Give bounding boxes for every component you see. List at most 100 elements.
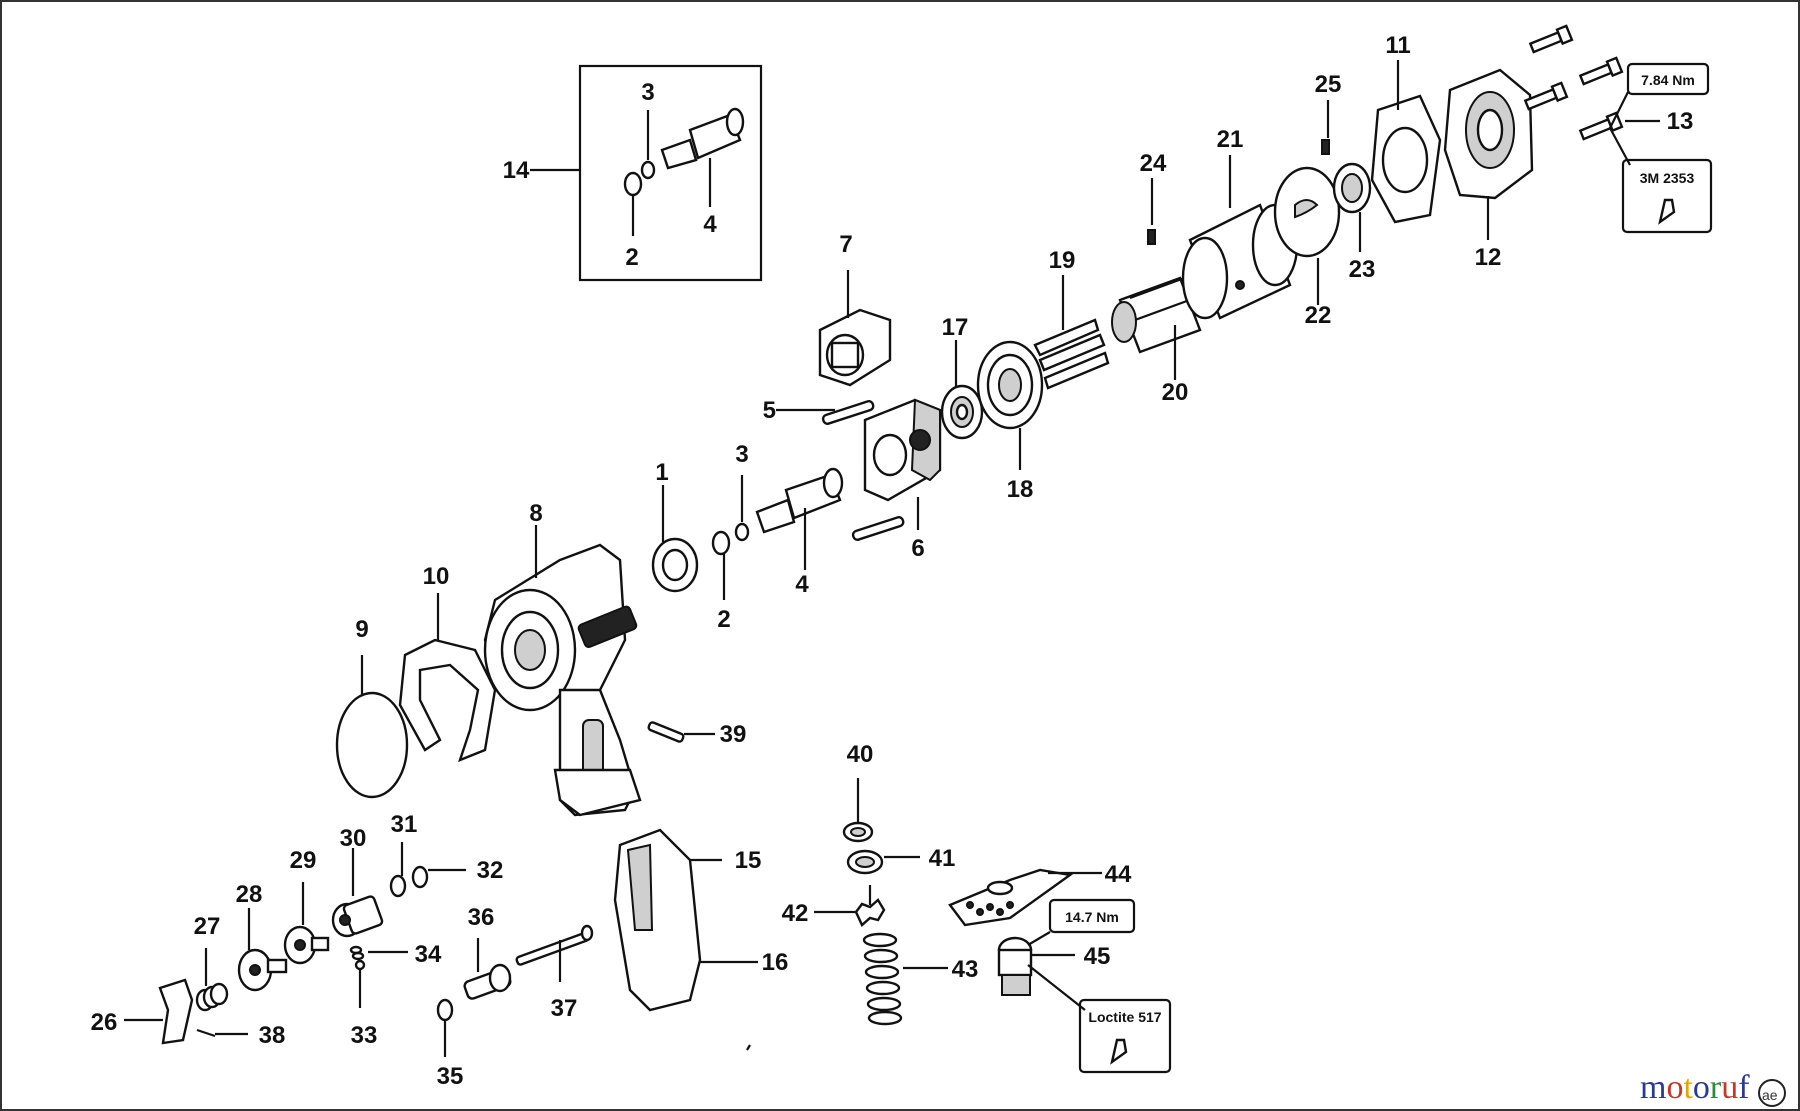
snap-ring-part xyxy=(711,530,731,556)
part-label-26: 26 xyxy=(91,1009,118,1036)
part-label-12: 12 xyxy=(1475,244,1502,271)
part-label-2: 2 xyxy=(625,244,638,271)
part-label-15: 15 xyxy=(735,847,762,874)
front-seal-part xyxy=(651,537,699,593)
part-label-9: 9 xyxy=(355,616,368,643)
torque-value-top: 7.84 Nm xyxy=(1641,72,1695,88)
watermark-brand: motoruf xyxy=(1640,1069,1750,1106)
trigger-pin-part xyxy=(647,721,685,743)
part-label-29: 29 xyxy=(290,847,317,874)
glue-tube-icon xyxy=(1658,198,1676,225)
adhesive-callout-bottom: Loctite 517 xyxy=(1078,998,1172,1074)
rear-end-plate-part xyxy=(1273,166,1341,258)
part-label-3: 3 xyxy=(641,79,654,106)
hammer-cage-part xyxy=(863,398,942,502)
snap-ring-part xyxy=(623,171,643,197)
part-label-18: 18 xyxy=(1007,476,1034,503)
part-label-30: 30 xyxy=(340,825,367,852)
part-label-33: 33 xyxy=(351,1022,378,1049)
glue-tube-icon xyxy=(1110,1038,1128,1065)
part-label-20: 20 xyxy=(1162,379,1189,406)
adhesive-callout-top: 3M 2353 xyxy=(1621,158,1713,234)
reverse-valve-part xyxy=(331,895,384,938)
part-label-16: 16 xyxy=(762,949,789,976)
inlet-seal-part xyxy=(846,849,884,875)
part-label-42: 42 xyxy=(782,900,809,927)
air-inlet-bushing-part xyxy=(997,936,1033,996)
torque-callout-bottom: 14.7 Nm xyxy=(1048,898,1136,934)
part-label-24: 24 xyxy=(1140,150,1167,177)
detent-spring-part xyxy=(349,945,365,961)
part-label-45: 45 xyxy=(1084,943,1111,970)
part-label-14: 14 xyxy=(503,157,530,184)
part-label-39: 39 xyxy=(720,721,747,748)
inlet-valve-part xyxy=(854,885,886,927)
part-label-31: 31 xyxy=(391,811,418,838)
grip-cover-part xyxy=(613,828,702,1012)
rear-bearing-part xyxy=(1332,162,1372,214)
torque-value-bottom: 14.7 Nm xyxy=(1065,909,1119,925)
part-label-13: 13 xyxy=(1667,108,1694,135)
part-label-10: 10 xyxy=(423,563,450,590)
part-label-28: 28 xyxy=(236,881,263,908)
part-label-22: 22 xyxy=(1305,302,1332,329)
o-ring-part xyxy=(389,874,407,898)
part-label-5: 5 xyxy=(763,397,776,424)
reverse-valve-cap-part xyxy=(237,948,288,992)
front-end-plate-part xyxy=(976,340,1044,430)
watermark-letter: r xyxy=(1710,1069,1722,1106)
dowel-pin-part xyxy=(1147,229,1156,245)
reverse-valve-body-part xyxy=(283,925,330,965)
inset-frame xyxy=(578,64,763,282)
part-label-4: 4 xyxy=(795,571,809,598)
anvil-part xyxy=(660,107,745,170)
part-label-6: 6 xyxy=(911,535,924,562)
reverse-button-part xyxy=(158,978,194,1045)
part-label-35: 35 xyxy=(437,1063,464,1090)
inlet-cap-part xyxy=(842,821,874,843)
watermark-suffix: ae xyxy=(1762,1087,1778,1103)
part-number-labels: 14 3 2 4 7 5 3 1 2 4 6 17 18 19 20 21 24… xyxy=(91,32,1694,1090)
part-label-23: 23 xyxy=(1349,256,1376,283)
part-label-37: 37 xyxy=(551,995,578,1022)
part-label-8: 8 xyxy=(529,500,542,527)
gasket-part xyxy=(1370,94,1442,224)
detent-ball-part xyxy=(354,959,366,971)
watermark-letter: m xyxy=(1640,1069,1666,1106)
anvil-part xyxy=(755,467,844,534)
exhaust-deflector-part xyxy=(948,868,1074,927)
part-label-36: 36 xyxy=(468,904,495,931)
watermark-letter: o xyxy=(1693,1069,1710,1106)
cylinder-part xyxy=(1181,203,1299,320)
hammer-pin-part xyxy=(821,400,905,541)
part-label-11: 11 xyxy=(1385,32,1410,59)
rotor-part xyxy=(1111,274,1202,354)
stray-mark xyxy=(746,1044,751,1051)
dowel-pin-part xyxy=(1321,139,1330,155)
adhesive-name-top: 3M 2353 xyxy=(1640,170,1695,186)
part-label-41: 41 xyxy=(929,845,956,872)
part-label-3: 3 xyxy=(735,441,748,468)
housing-clamp-part xyxy=(398,638,497,763)
spring-27-part xyxy=(195,982,229,1012)
part-label-25: 25 xyxy=(1315,71,1342,98)
o-ring-part xyxy=(436,998,454,1022)
inlet-spring-part xyxy=(862,932,903,1026)
o-ring-part xyxy=(734,522,750,542)
o-ring-part xyxy=(640,160,656,180)
watermark-letter: t xyxy=(1683,1069,1693,1106)
part-label-44: 44 xyxy=(1105,861,1132,888)
part-label-34: 34 xyxy=(415,941,442,968)
part-label-17: 17 xyxy=(942,314,969,341)
housing-o-ring-part xyxy=(335,691,409,799)
o-ring-part xyxy=(411,865,429,889)
copyright-icon xyxy=(1758,1079,1786,1107)
watermark-letter: o xyxy=(1666,1069,1683,1106)
inset-box-14 xyxy=(530,64,763,282)
part-label-27: 27 xyxy=(194,913,221,940)
adhesive-name-bottom: Loctite 517 xyxy=(1088,1009,1161,1025)
valve-rod-part xyxy=(515,924,594,966)
watermark-letter: f xyxy=(1738,1069,1750,1106)
motoruf-watermark: motoruf ae xyxy=(1640,1069,1786,1107)
part-label-1: 1 xyxy=(655,459,668,486)
